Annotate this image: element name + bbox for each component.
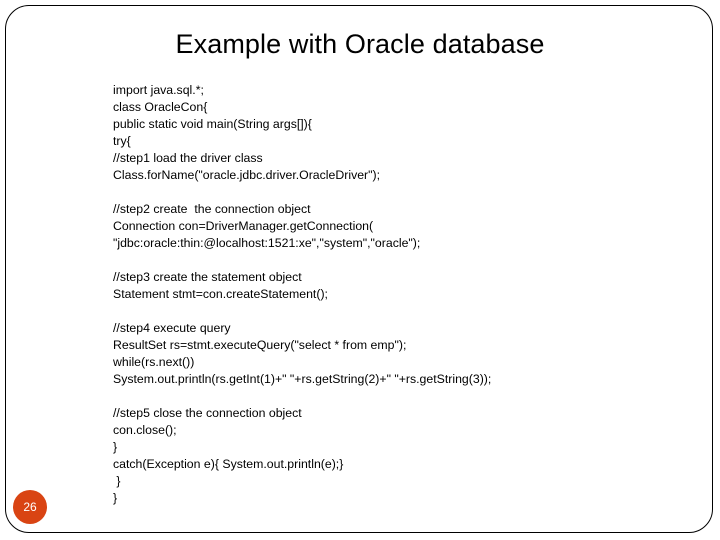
code-line: public static void main(String args[]){ xyxy=(113,117,312,131)
code-line: catch(Exception e){ System.out.println(e… xyxy=(113,457,344,471)
page-number-badge: 26 xyxy=(13,490,47,524)
code-line-blank xyxy=(113,388,613,405)
code-line: con.close(); xyxy=(113,423,177,437)
code-line: //step3 create the statement object xyxy=(113,270,302,284)
page-number-label: 26 xyxy=(23,500,37,514)
code-listing: import java.sql.*; class OracleCon{ public… xyxy=(113,82,613,507)
code-line-blank xyxy=(113,303,613,320)
code-line: import java.sql.*; xyxy=(113,83,204,97)
code-line: //step5 close the connection object xyxy=(113,406,302,420)
code-line: //step4 execute query xyxy=(113,321,231,335)
code-line: } xyxy=(113,474,121,488)
code-line-blank xyxy=(113,252,613,269)
code-line: while(rs.next()) xyxy=(113,355,195,369)
code-line: } xyxy=(113,440,118,454)
code-line: class OracleCon{ xyxy=(113,100,208,114)
code-line: Class.forName("oracle.jdbc.driver.Oracle… xyxy=(113,168,381,182)
code-line: Statement stmt=con.createStatement(); xyxy=(113,287,328,301)
code-line: System.out.println(rs.getInt(1)+" "+rs.g… xyxy=(113,372,492,386)
code-line: ResultSet rs=stmt.executeQuery("select *… xyxy=(113,338,407,352)
code-line: Connection con=DriverManager.getConnecti… xyxy=(113,219,374,233)
code-line: try{ xyxy=(113,134,131,148)
page-title: Example with Oracle database xyxy=(175,29,545,59)
code-line: //step1 load the driver class xyxy=(113,151,263,165)
code-line: //step2 create the connection object xyxy=(113,202,311,216)
code-line: "jdbc:oracle:thin:@localhost:1521:xe","s… xyxy=(113,236,421,250)
code-line: } xyxy=(113,491,118,505)
code-line-blank xyxy=(113,184,613,201)
